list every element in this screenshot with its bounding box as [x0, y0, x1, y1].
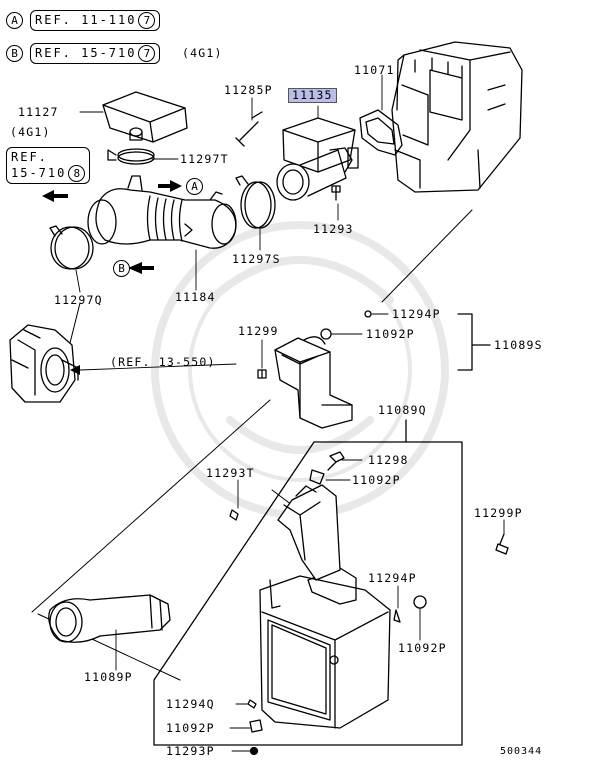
ref-c-line2: 15-710	[11, 166, 67, 180]
part-11184[interactable]: 11184	[175, 290, 216, 304]
part-11127[interactable]: 11127	[18, 105, 59, 119]
part-11089q[interactable]: 11089Q	[378, 403, 427, 417]
part-11293[interactable]: 11293	[313, 222, 354, 236]
part-11298[interactable]: 11298	[368, 453, 409, 467]
diagram-code: 500344	[500, 746, 543, 757]
ref-a-circled: 7	[138, 12, 156, 29]
grommet-11293p	[249, 746, 259, 756]
part-11294q[interactable]: 11294Q	[166, 697, 215, 711]
clip-11294p-mid	[393, 609, 401, 623]
part-11089p[interactable]: 11089P	[84, 670, 133, 684]
ref-13-550[interactable]: (REF. 13-550)	[110, 355, 216, 369]
grommet-11092p-bot	[249, 719, 263, 733]
filter-case	[259, 567, 391, 729]
bolt-11285p	[235, 111, 263, 147]
air-cleaner-housing	[391, 41, 523, 193]
snorkel-duct	[277, 484, 341, 581]
throttle-body	[9, 324, 79, 403]
part-11071[interactable]: 11071	[354, 63, 395, 77]
clamp-11297s	[235, 175, 276, 229]
clamp-11297q	[49, 225, 94, 270]
part-11092p-mid[interactable]: 11092P	[352, 473, 401, 487]
grommet-11092p-mid	[309, 469, 325, 485]
part-11297s[interactable]: 11297S	[232, 252, 281, 266]
ref-b-suffix: (4G1)	[182, 46, 223, 60]
ref-c-line1: REF.	[11, 150, 48, 164]
intake-hose-11184	[87, 175, 237, 249]
detail-frame-11089q	[153, 441, 463, 746]
part-11135[interactable]: 11135	[288, 88, 337, 103]
part-11297q[interactable]: 11297Q	[54, 293, 103, 307]
part-11294p-mid[interactable]: 11294P	[368, 571, 417, 585]
part-11293t[interactable]: 11293T	[206, 466, 255, 480]
airflow-sensor-11135	[276, 117, 359, 201]
duct-11089p	[48, 594, 171, 643]
note-4g1: (4G1)	[10, 125, 51, 139]
grommet-11092p-right	[413, 595, 427, 609]
part-11299p[interactable]: 11299P	[474, 506, 523, 520]
part-11299[interactable]: 11299	[238, 324, 279, 338]
part-11092p-bot[interactable]: 11092P	[166, 721, 215, 735]
arrow-label-a: A	[186, 178, 203, 195]
part-11285p[interactable]: 11285P	[224, 83, 273, 97]
ref-b-text: REF. 15-710	[35, 46, 137, 60]
arrow-label-b: B	[113, 260, 130, 277]
bolt-11299	[257, 369, 267, 379]
part-11293p[interactable]: 11293P	[166, 744, 215, 758]
ref-c-circled: 8	[68, 165, 86, 182]
bracket-11089s	[457, 313, 491, 371]
gasket-11071	[359, 109, 403, 156]
duct-11089s	[274, 336, 353, 429]
ref-letter-b: B	[6, 45, 23, 62]
clamp-11297t	[107, 148, 155, 165]
part-11297t[interactable]: 11297T	[180, 152, 229, 166]
ref-a-text: REF. 11-110	[35, 13, 137, 27]
clip-11294q	[247, 699, 257, 709]
ref-b-circled: 7	[138, 45, 156, 62]
grommet-11092p-top	[320, 328, 332, 340]
leader-lines	[75, 74, 505, 752]
ref-letter-a: A	[6, 12, 23, 29]
part-11089s[interactable]: 11089S	[494, 338, 543, 352]
bolt-11298	[327, 451, 345, 471]
part-11092p-right[interactable]: 11092P	[398, 641, 447, 655]
bolt-11293	[331, 185, 341, 201]
part-11092p-top[interactable]: 11092P	[366, 327, 415, 341]
leader-line	[31, 209, 473, 681]
arrow-heads	[42, 180, 182, 375]
clip-11294p-top	[364, 310, 372, 318]
part-11294p-top[interactable]: 11294P	[392, 307, 441, 321]
bolt-11293t	[229, 509, 239, 521]
bolt-11299p	[495, 533, 509, 555]
resonator-11127	[102, 91, 188, 143]
